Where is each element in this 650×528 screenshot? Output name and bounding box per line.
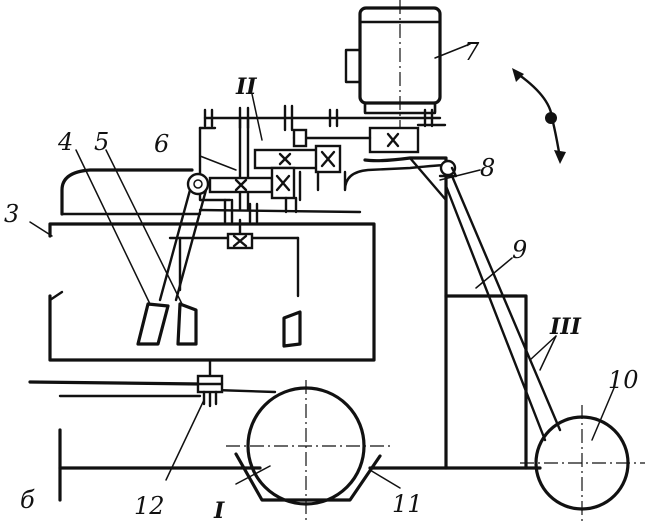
tools xyxy=(136,302,302,348)
right-frame xyxy=(363,156,528,470)
rotation-arrow xyxy=(512,68,566,164)
label-delta: б xyxy=(20,486,35,514)
label-9: 9 xyxy=(512,236,527,264)
label-III: III xyxy=(549,314,582,340)
main-housing xyxy=(48,222,376,362)
label-4: 4 xyxy=(57,128,73,156)
label-11: 11 xyxy=(392,490,423,518)
wheel xyxy=(520,405,645,525)
label-10: 10 xyxy=(608,366,639,394)
label-I: I xyxy=(213,498,225,524)
label-7: 7 xyxy=(464,38,480,66)
label-3: 3 xyxy=(4,200,19,228)
leader-lines xyxy=(29,43,615,489)
base-frame xyxy=(28,380,542,502)
upper-transmission xyxy=(203,104,447,154)
label-5: 5 xyxy=(94,128,109,156)
label-II: II xyxy=(235,74,257,100)
label-6: 6 xyxy=(154,130,169,158)
drum xyxy=(226,380,392,520)
upper-guard xyxy=(60,168,210,302)
clutch xyxy=(196,358,224,408)
label-8: 8 xyxy=(480,154,495,182)
belt-drive xyxy=(444,174,562,442)
gearbox xyxy=(198,116,450,236)
label-12: 12 xyxy=(134,492,165,520)
